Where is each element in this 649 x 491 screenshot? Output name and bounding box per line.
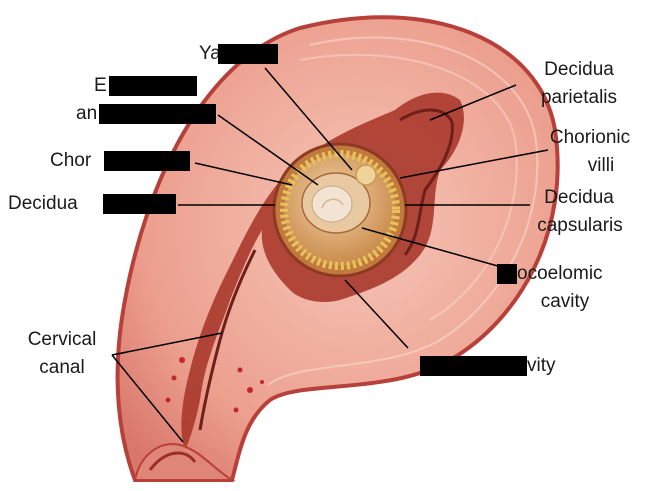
redaction-uterine-cavity [420,356,527,376]
label-exocoelomic-2: cavity [525,290,605,314]
redaction-chorion [104,151,190,171]
label-cervical-canal-2: canal [22,356,102,380]
label-decidua-capsularis-2: capsularis [524,214,636,238]
label-exocoelomic-1: ocoelomic [517,262,603,286]
label-decidua-parietalis-1: Decidua [531,58,627,82]
yolk-sac [356,165,376,185]
label-chorion: Chor [50,149,91,173]
redaction-embryo-line2 [99,104,216,124]
label-embryo-line1: E [94,74,107,98]
label-uterine-cavity: vity [527,354,556,378]
redaction-exocoelomic [497,264,517,284]
label-decidua-capsularis-1: Decidua [530,186,628,210]
redaction-yolk-sac [218,44,278,64]
label-decidua-parietalis-2: parietalis [527,86,631,110]
redaction-decidua-basalis [103,194,176,214]
redaction-embryo-line1 [109,76,197,96]
label-chorionic-villi-1: Chorionic [540,126,640,150]
label-decidua-basalis: Decidua [8,192,78,216]
label-chorionic-villi-2: villi [566,154,636,178]
label-cervical-canal-1: Cervical [12,328,112,352]
label-embryo-line2: an [76,102,97,126]
